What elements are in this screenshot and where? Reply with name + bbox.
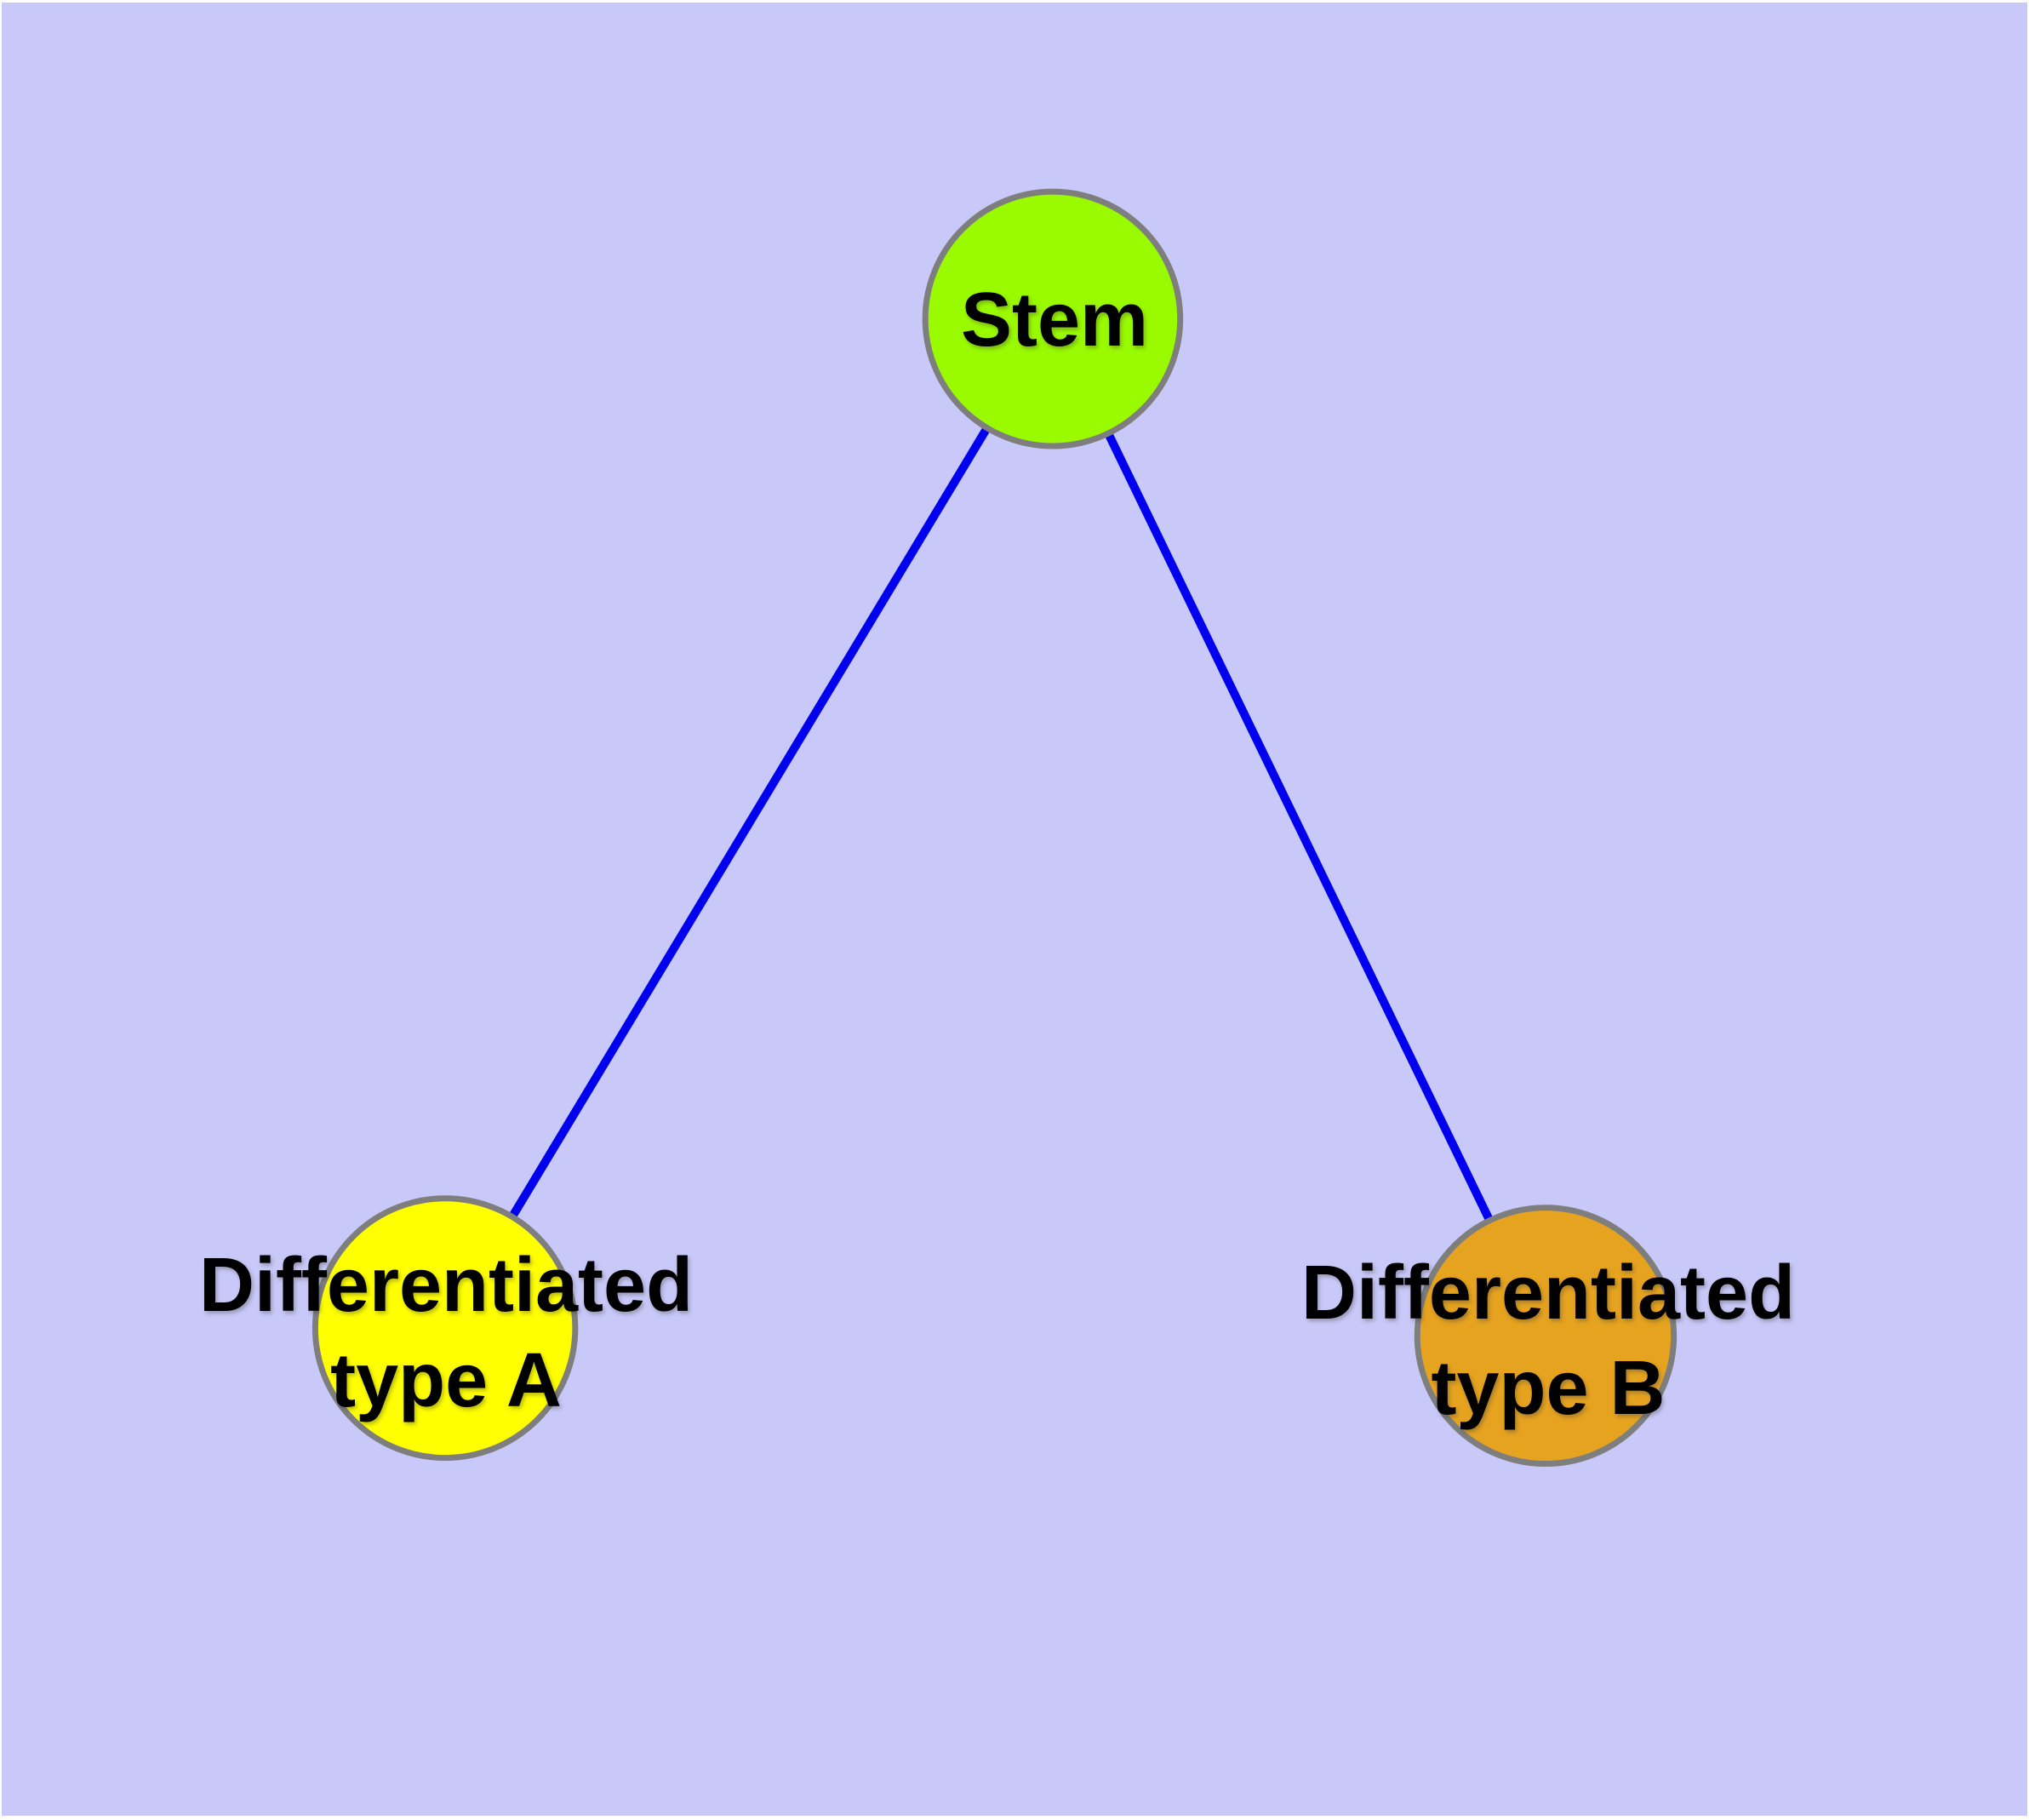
node-differentiated-type-a (311, 1195, 579, 1462)
edge-stem-to-type-b (1049, 317, 1550, 1338)
label-line: Differentiated (1300, 1251, 1796, 1336)
label-line: type B (1431, 1346, 1666, 1431)
node-differentiated-type-b-label: Differentiated type B (1301, 1245, 1795, 1436)
label-line: Differentiated (198, 1243, 694, 1328)
node-stem-label: Stem (961, 272, 1148, 368)
node-stem (922, 188, 1184, 449)
graph-svg (311, 188, 1677, 1468)
node-differentiated-type-a-label: Differentiated type A (199, 1238, 693, 1428)
label-line: type A (330, 1338, 562, 1423)
edge-stem-to-type-a (441, 317, 1057, 1331)
node-differentiated-type-b (1414, 1205, 1677, 1468)
label-line: Stem (960, 278, 1149, 363)
diagram-canvas: Stem Differentiated type A Differentiate… (2, 3, 2027, 1816)
